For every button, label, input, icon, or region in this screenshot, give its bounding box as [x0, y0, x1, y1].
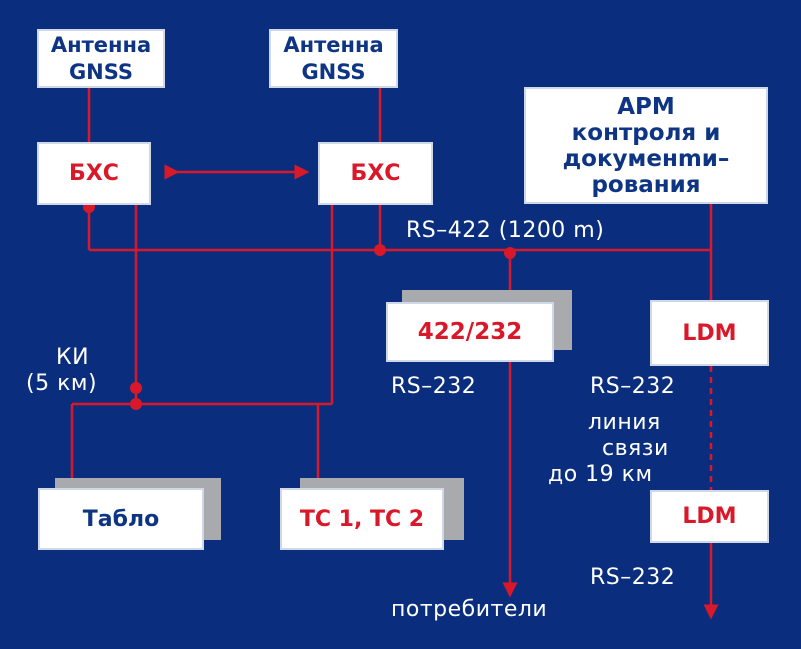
arm-line2: контроля и	[571, 119, 721, 146]
ki-label-line1: КИ	[56, 345, 90, 370]
converter-label: 422/232	[417, 319, 523, 345]
ldm2-label: LDM	[682, 504, 737, 529]
link-label-line3: до 19 км	[548, 462, 653, 487]
tc-label: ТС 1, ТС 2	[299, 506, 425, 532]
arm-line3: докуменmи–	[562, 145, 730, 172]
link-label-line1: линия	[588, 410, 661, 435]
antenna2-line1: Антенна	[283, 32, 384, 57]
antenna2-line2: GNSS	[301, 59, 366, 84]
arm-line1: АРМ	[617, 93, 675, 120]
ki-label-line2: (5 км)	[26, 371, 98, 396]
link-label-line2: связи	[602, 436, 669, 461]
tablo-box: Табло	[38, 488, 204, 550]
tablo-label: Табло	[82, 506, 160, 532]
ldm2-box: LDM	[650, 490, 769, 543]
bhs1-box: БХС	[37, 142, 151, 205]
antenna1-line1: Антенна	[50, 32, 152, 57]
arm-line4: рования	[591, 171, 701, 198]
junction-dot	[130, 382, 142, 394]
converter-box: 422/232	[386, 302, 554, 362]
rs422-label: RS–422 (1200 m)	[406, 218, 605, 243]
antenna1-line2: GNSS	[68, 59, 134, 84]
bhs2-label: БХС	[350, 161, 401, 186]
ldm1-box: LDM	[650, 300, 769, 366]
junction-dot	[130, 398, 142, 410]
rs232-ldm1-label: RS–232	[590, 374, 676, 399]
consumers-label: потребители	[391, 597, 548, 622]
antenna1-box: Антенна GNSS	[37, 29, 165, 88]
ldm1-label: LDM	[682, 320, 737, 346]
rs232-ldm2-label: RS–232	[590, 565, 676, 590]
arm-box: АРМ контроля и докуменmи– рования	[524, 87, 768, 204]
junction-dot	[374, 244, 386, 256]
tc-box: ТС 1, ТС 2	[280, 488, 444, 550]
bhs1-label: БХС	[69, 161, 119, 186]
rs232-converter-label: RS–232	[391, 374, 477, 399]
junction-dot	[504, 247, 516, 259]
bhs2-box: БХС	[318, 142, 433, 205]
antenna2-box: Антенна GNSS	[269, 29, 398, 88]
